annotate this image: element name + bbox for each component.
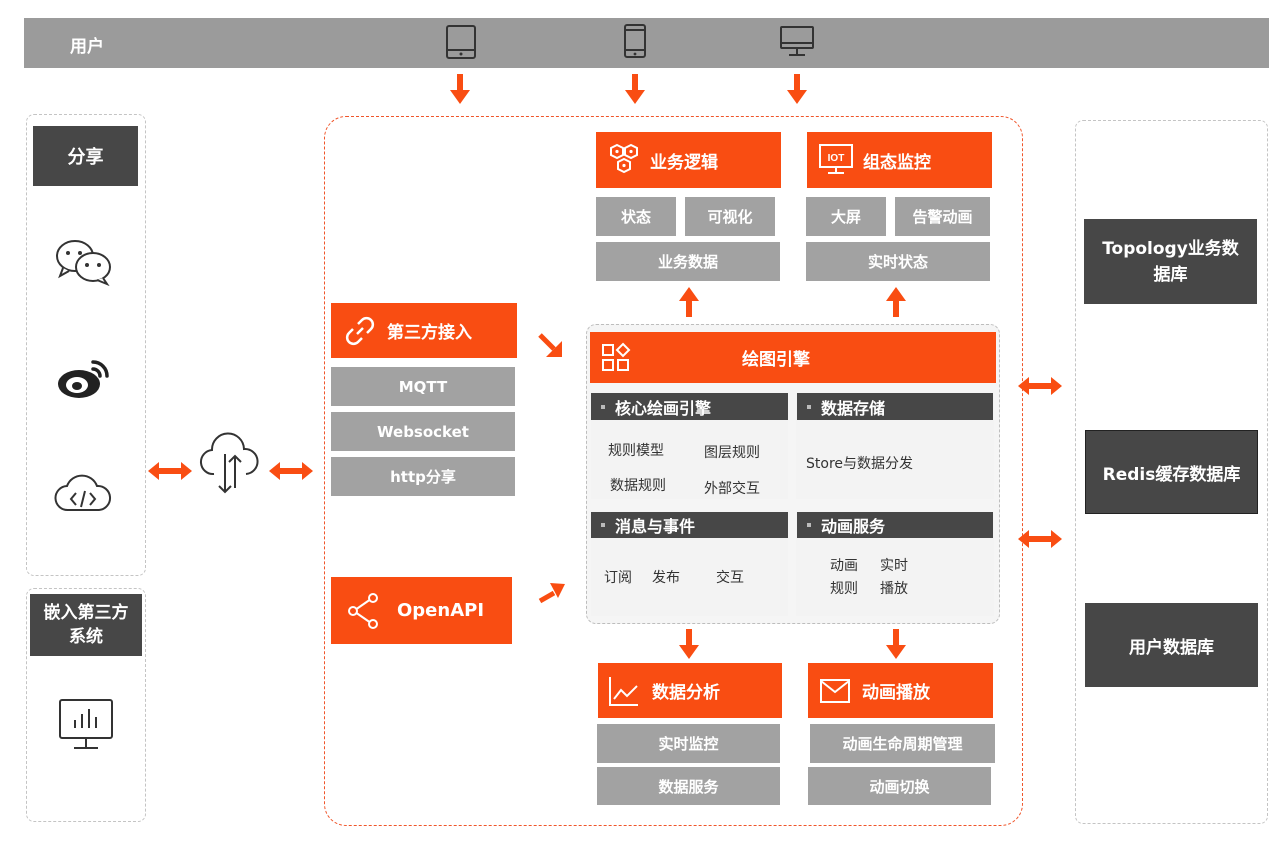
events-subscribe: 订阅: [604, 570, 632, 586]
hexagon-cluster-icon: [610, 143, 638, 174]
openapi-title: OpenAPI: [397, 600, 485, 621]
chart-monitor-icon: [59, 699, 113, 749]
bullet-icon: [807, 404, 811, 409]
arrow-diag-down: [538, 333, 562, 357]
bl-status: 状态: [596, 197, 676, 236]
bullet-icon: [807, 523, 811, 527]
cloud-sync-icon: [200, 432, 259, 494]
third-party-header: 第三方接入: [331, 303, 517, 358]
storage-text: Store与数据分发: [806, 456, 914, 472]
bl-visual: 可视化: [685, 197, 775, 236]
platform-container: [324, 116, 1023, 826]
arrow-down-phone: [625, 74, 645, 104]
anim-rule: 规则: [830, 581, 858, 597]
cloud-code-icon: [54, 474, 111, 512]
arrow-up-business: [679, 287, 699, 317]
weibo-icon: [58, 360, 109, 398]
embed-title: 嵌入第三方系统: [30, 594, 142, 656]
animation-header: 动画服务: [797, 512, 993, 538]
config-monitor-title: 组态监控: [863, 152, 931, 173]
embed-panel: [26, 588, 146, 822]
da-realtime-monitor: 实时监控: [597, 724, 780, 763]
widgets-icon: [602, 342, 631, 371]
data-analysis-title: 数据分析: [652, 683, 720, 703]
storage-title: 数据存储: [821, 398, 886, 418]
db-redis: Redis缓存数据库: [1085, 430, 1258, 514]
link-icon: [345, 316, 375, 345]
arrow-down-analysis: [679, 629, 699, 659]
core-rule-model: 规则模型: [608, 443, 664, 459]
user-label: 用户: [70, 37, 104, 57]
events-interact: 交互: [716, 570, 744, 586]
double-arrow-mid: [269, 462, 313, 480]
bullet-icon: [601, 404, 605, 409]
anim-play: 播放: [880, 581, 908, 597]
bullet-icon: [601, 523, 605, 527]
core-header: 核心绘画引擎: [591, 393, 788, 420]
anim-realtime: 实时: [880, 558, 908, 574]
share-title: 分享: [33, 126, 138, 186]
bl-data: 业务数据: [596, 242, 780, 281]
arrow-down-tablet: [450, 74, 470, 104]
database-panel: [1075, 120, 1268, 824]
core-data-rule: 数据规则: [610, 478, 666, 494]
events-title: 消息与事件: [615, 517, 696, 536]
business-logic-header: 业务逻辑: [596, 132, 781, 188]
iot-monitor-icon: IOT: [819, 144, 853, 174]
share-nodes-icon: [348, 592, 378, 629]
mail-icon: [820, 678, 850, 703]
db-user: 用户数据库: [1085, 603, 1258, 687]
double-arrow-db1: [1018, 377, 1062, 395]
third-party-title: 第三方接入: [387, 323, 472, 343]
iot-icon-text: IOT: [828, 153, 845, 164]
da-data-service: 数据服务: [597, 767, 780, 805]
cm-big-screen: 大屏: [806, 197, 886, 236]
business-logic-title: 业务逻辑: [650, 152, 718, 173]
anim-animation: 动画: [830, 558, 858, 574]
phone-icon: [624, 24, 646, 58]
anim-play-title: 动画播放: [862, 683, 930, 703]
arrow-diag-up: [538, 583, 565, 604]
cm-alarm-anim: 告警动画: [895, 197, 990, 236]
events-header: 消息与事件: [591, 512, 788, 538]
line-chart-icon: [609, 676, 638, 706]
storage-header: 数据存储: [797, 393, 993, 420]
tablet-icon: [446, 25, 476, 59]
arrow-up-monitor: [886, 287, 906, 317]
double-arrow-left: [148, 462, 192, 480]
animation-title: 动画服务: [821, 517, 886, 536]
data-analysis-header: 数据分析: [598, 663, 782, 718]
engine-header: 绘图引擎: [590, 332, 996, 383]
share-panel: [26, 114, 146, 576]
user-bar: 用户: [24, 18, 1269, 68]
third-party-http: http分享: [331, 457, 515, 496]
third-party-mqtt: MQTT: [331, 367, 515, 406]
ap-switch: 动画切换: [808, 767, 991, 805]
arrow-down-desktop: [787, 74, 807, 104]
anim-play-header: 动画播放: [808, 663, 993, 718]
events-publish: 发布: [652, 570, 680, 586]
arrow-down-animplay: [886, 629, 906, 659]
double-arrow-db2: [1018, 530, 1062, 548]
engine-title: 绘图引擎: [742, 350, 810, 370]
config-monitor-header: IOT 组态监控: [807, 132, 992, 188]
openapi-box: OpenAPI: [331, 577, 512, 644]
cm-realtime: 实时状态: [806, 242, 990, 281]
desktop-icon: [780, 26, 814, 56]
db-topology: Topology业务数据库: [1084, 219, 1257, 304]
core-layer-rule: 图层规则: [704, 445, 760, 461]
core-title: 核心绘画引擎: [615, 398, 712, 418]
wechat-icon: [56, 240, 111, 287]
third-party-websocket: Websocket: [331, 412, 515, 451]
ap-lifecycle: 动画生命周期管理: [810, 724, 995, 763]
core-external: 外部交互: [704, 481, 760, 497]
